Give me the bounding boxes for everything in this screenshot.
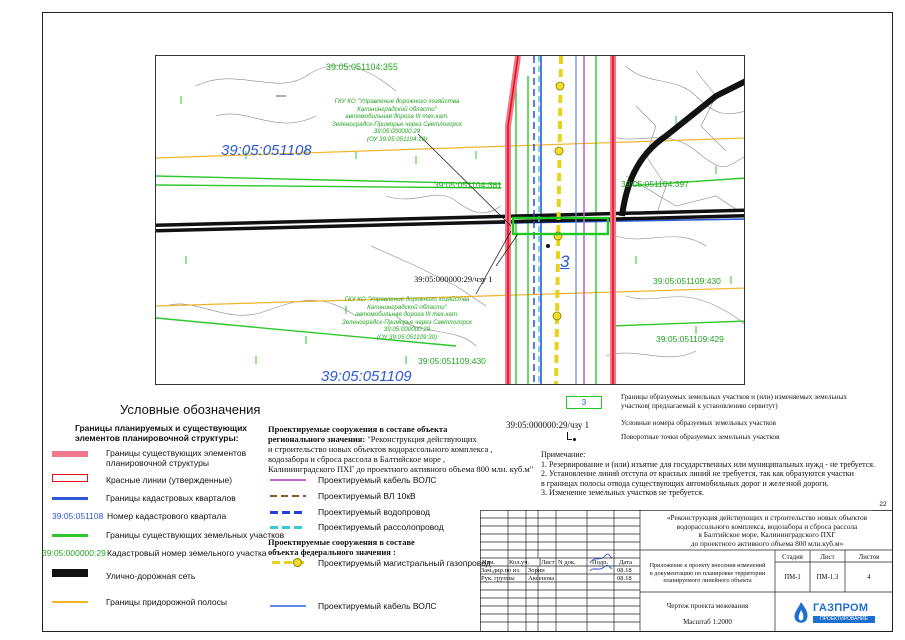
formed-parcel-number: 3 (560, 252, 570, 271)
legend-red-lines: Красные линии (утвержденные) (106, 475, 233, 485)
turning-point (546, 244, 550, 248)
col-data: Дата (619, 559, 632, 566)
formed-parcel-boundary (511, 216, 610, 236)
legend-parcel-number: Кадастровый номер земельного участка (107, 548, 267, 558)
street-network-symbol (52, 569, 88, 577)
legend-regional-fiber: Проектируемый кабель ВОЛС (318, 475, 437, 485)
legend-gas-pipeline: Проектируемый магистральный газопровод (318, 558, 491, 568)
signatures (589, 553, 613, 572)
col-n-dok: N док. (558, 559, 576, 566)
legend-cadastral-quarters: Границы кадастровых кварталов (106, 493, 236, 503)
quarter-label-108: 39:05:051108 (221, 142, 312, 159)
gazprom-logo: ГАЗПРОМ ПРОЕКТИРОВАНИЕ (790, 600, 880, 626)
title-block-grid (480, 510, 893, 632)
stage-header: Стадия (782, 554, 803, 561)
federal-fiber-symbol (270, 605, 306, 607)
conditional-number-sample: 39:05:000000:29/чзу 1 (506, 420, 590, 430)
gas-pipeline-circle-icon (293, 558, 302, 567)
legend-conditional-numbers: Условные номера образуемых земельных уча… (621, 419, 776, 427)
regional-fiber-symbol (270, 479, 306, 481)
brine-pipe-symbol (270, 526, 306, 529)
legend-formed-boundaries: Границы образуемых земельных участков и … (621, 393, 848, 410)
drawing-scale: Масштаб 1:2000 (683, 618, 732, 626)
gas-pipeline-line (552, 56, 565, 384)
row2-date: 08.18 (617, 575, 632, 582)
red-lines-symbol (52, 474, 88, 482)
parcel-chzu-label: 39:05:000000:29/чзу 1 (414, 274, 493, 284)
red-lines (507, 56, 614, 384)
quarter-number-sample: 39:05:051108 (52, 511, 104, 521)
turning-point-tick (567, 432, 568, 440)
legend-street-network: Улично-дорожная сеть (106, 571, 196, 581)
stage-value: ПМ-1 (784, 574, 801, 581)
vl10-symbol (270, 495, 306, 497)
title-block: 22 «Реконструкция действующих и строител… (480, 501, 893, 632)
turning-point-icon (573, 438, 576, 441)
legend-water-pipe: Проектируемый водопровод (318, 507, 430, 517)
row1-role: Зам.дир.по из. (481, 567, 521, 574)
legend-title: Условные обозначения (120, 402, 261, 417)
row2-role: Рук. группы (481, 575, 515, 582)
legend-roadside-strip: Границы придорожной полосы (106, 597, 227, 607)
parcel-label-430b: 39:05:051109:430 (418, 356, 486, 366)
map-drawing: 39:05:051104:355 39:05:051108 39:05:0511… (155, 55, 745, 385)
logo-sub: ПРОЕКТИРОВАНИЕ (813, 616, 875, 623)
legend-federal-fiber: Проектируемый кабель ВОЛС (318, 601, 437, 611)
project-title: «Реконструкция действующих и строительст… (666, 513, 868, 548)
map-svg (156, 56, 744, 384)
leader-lines (276, 95, 519, 295)
formed-parcel-sample: 3 (566, 396, 602, 409)
legend-turning-points: Поворотные точки образуемых земельных уч… (621, 433, 780, 441)
turning-point-tick-h (567, 439, 572, 440)
col-kol-uch: Кол.уч. (509, 559, 530, 566)
col-podp: Подп. (592, 559, 609, 566)
row2-name: Аксенова (528, 575, 555, 582)
existing-elements-symbol (52, 451, 88, 457)
legend-quarter-number: Номер кадастрового квартала (107, 511, 227, 521)
row1-name: Зорин (528, 567, 545, 574)
street-network (156, 78, 744, 233)
sheet-value: ПМ-1.3 (816, 574, 839, 581)
sheets-header: Листов (858, 554, 880, 561)
row1-date: 08.18 (617, 567, 632, 574)
parcel-label-355: 39:05:051104:355 (326, 62, 398, 72)
legend-existing-parcels: Границы существующих земельных участков (106, 530, 285, 540)
water-pipe-symbol (270, 511, 306, 514)
col-izm: Изм. (482, 559, 495, 566)
parcel-label-381: 39:05:051104:381 (434, 180, 502, 190)
col-list: Лист (541, 559, 555, 566)
cadastral-quarters-symbol (52, 497, 88, 500)
legend-vl10: Проектируемый ВЛ 10кВ (318, 491, 416, 501)
legend-regional-block: Проектируемые сооружения в составе объек… (268, 424, 534, 474)
parcel-label-397: 39:05:051104:397 (621, 179, 689, 189)
quarter-label-109: 39:05:051109 (321, 368, 412, 385)
sheet-header: Лист (820, 554, 835, 561)
drawing-frame (42, 12, 893, 632)
logo-text: ГАЗПРОМ (813, 602, 869, 614)
drawing-title: Чертеж проекта межевания (666, 602, 749, 610)
gas-pipeline-symbol (272, 561, 306, 564)
legend-brine-pipe: Проектируемый рассолопровод (318, 522, 444, 532)
parcel-number-sample: 39:05:000000:29 (42, 548, 106, 558)
sheet-number: 22 (879, 501, 887, 508)
roadside-strips (156, 137, 744, 307)
existing-parcels-symbol (52, 534, 88, 537)
roadside-strip-symbol (52, 601, 88, 603)
notes-block: Примечание: 1. Резервирование и (или) из… (541, 450, 875, 497)
parcel-label-430: 39:05:051109:430 (653, 276, 721, 286)
gazprom-flame-icon (794, 602, 808, 623)
parcel-label-429: 39:05:051109:429 (656, 334, 724, 344)
sheets-value: 4 (867, 574, 871, 581)
